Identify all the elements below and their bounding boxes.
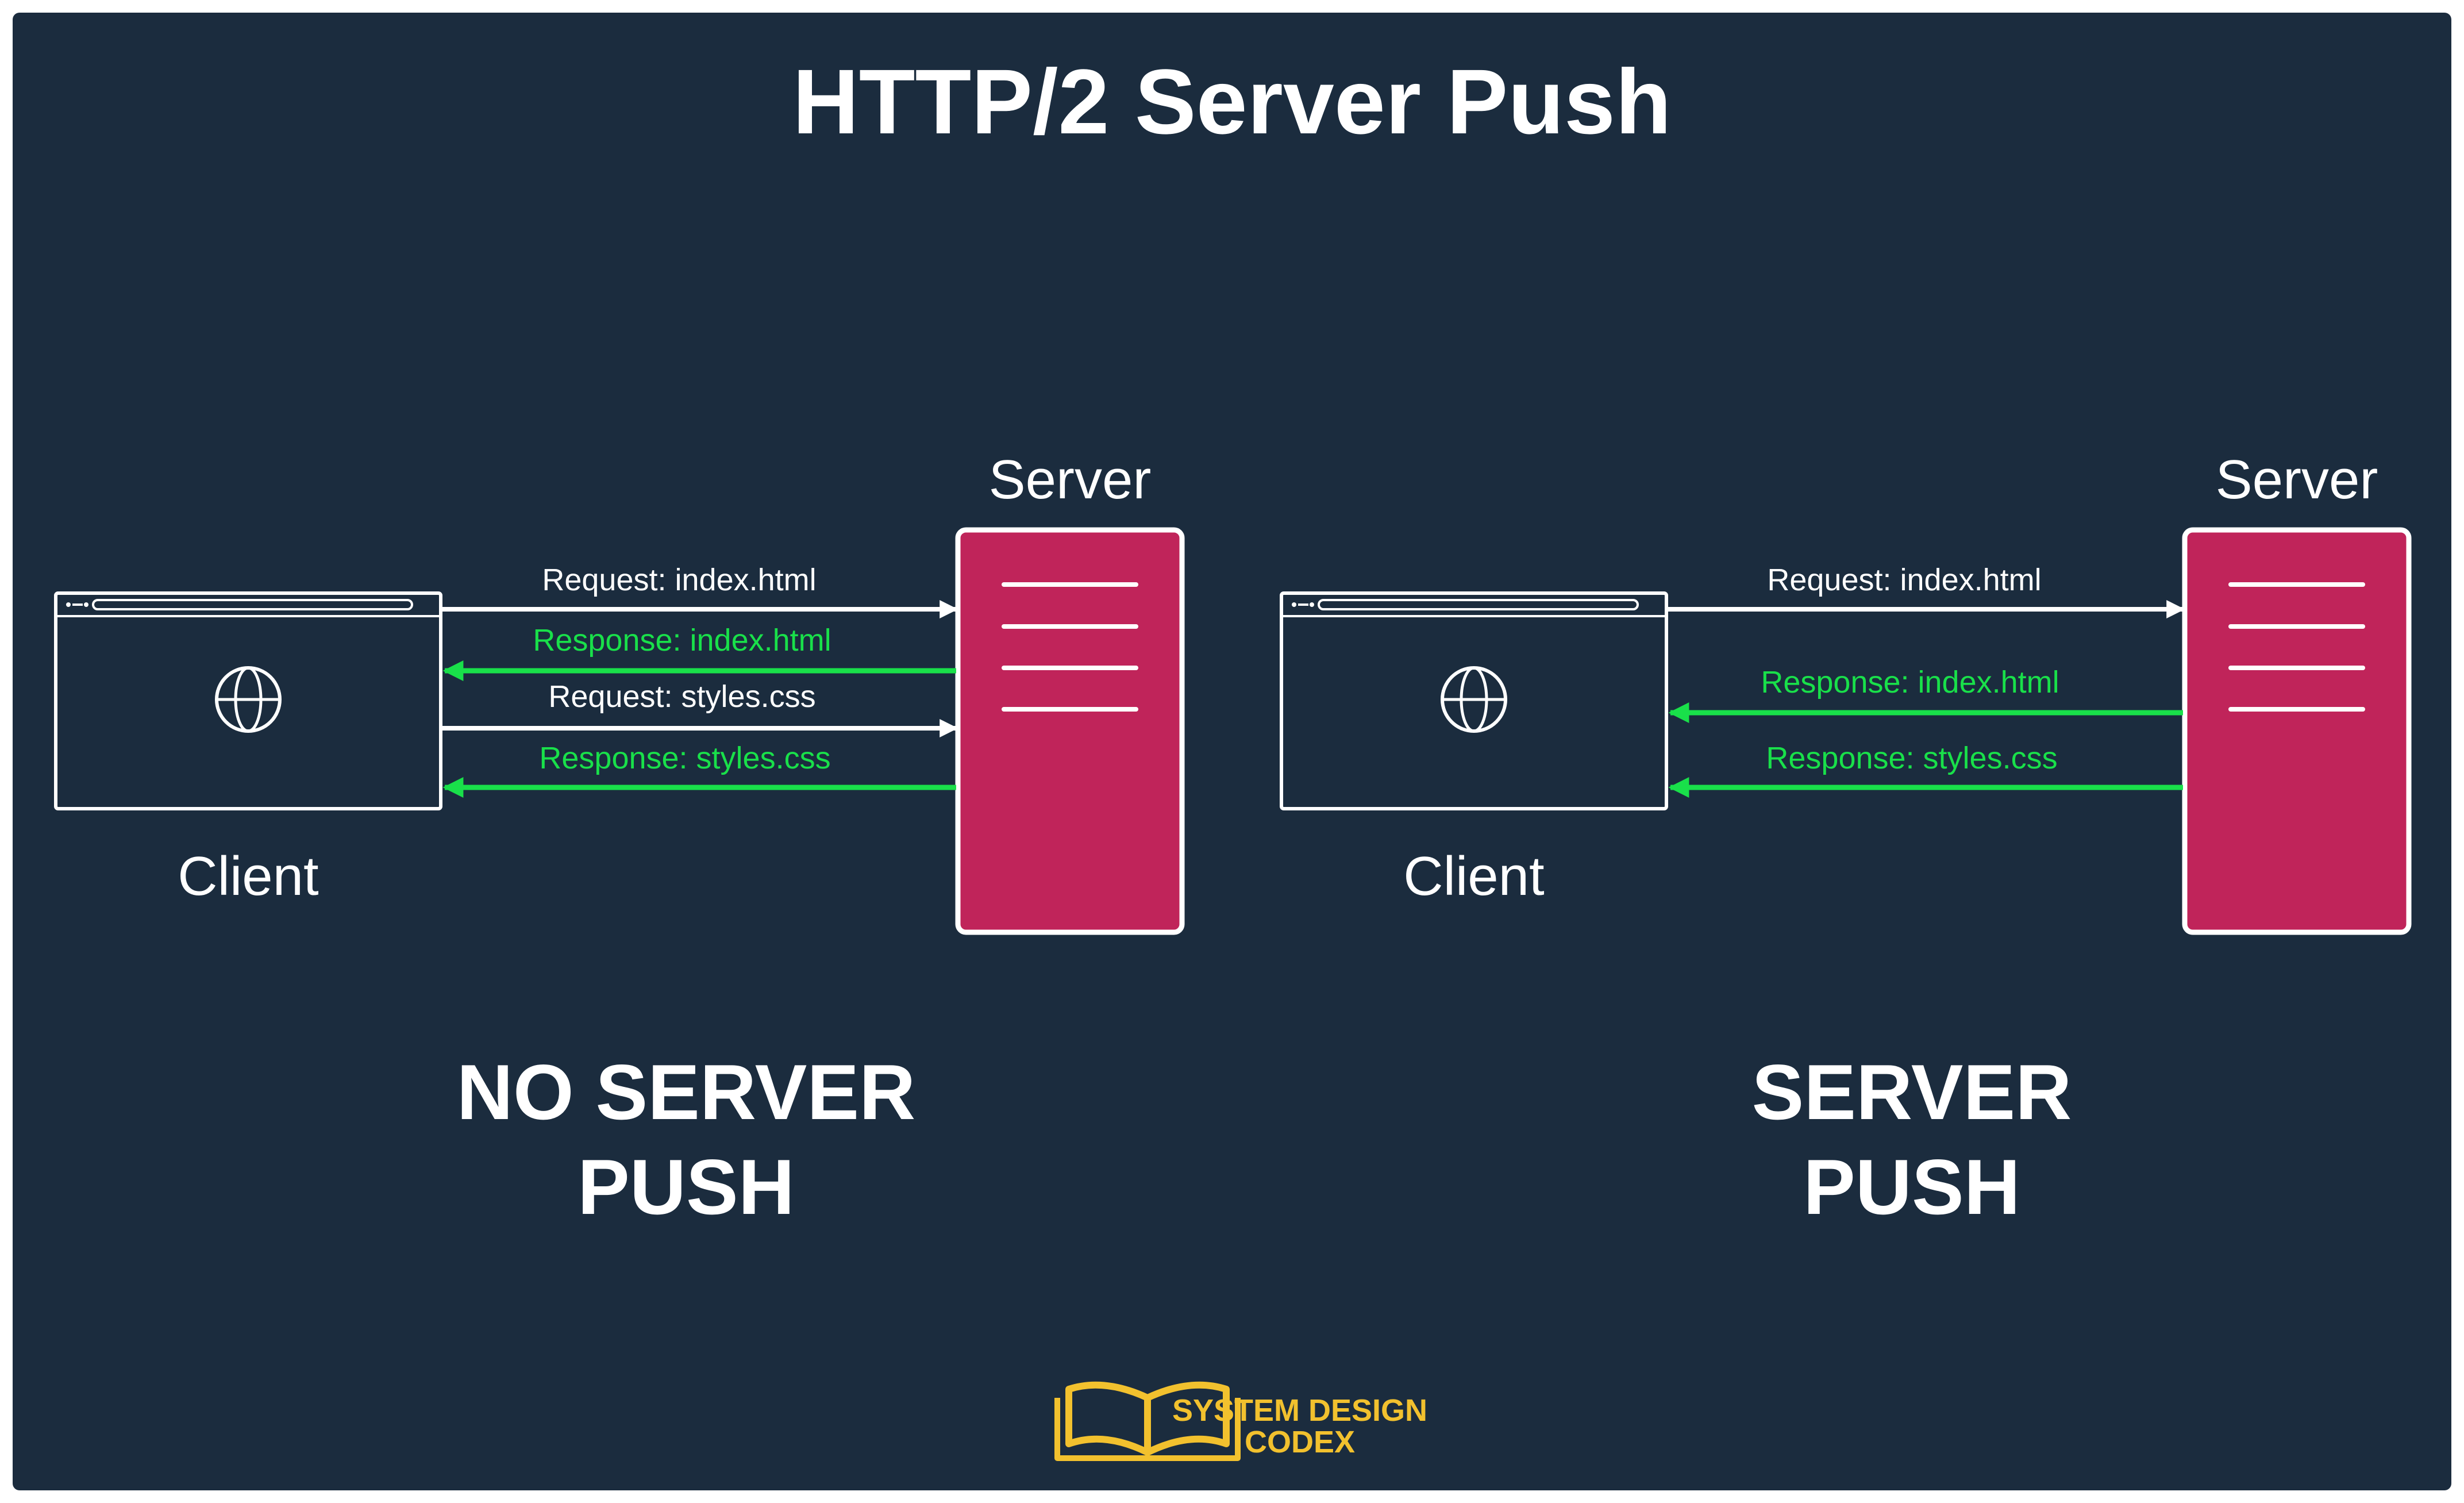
message-request-index: Request: index.html	[442, 563, 958, 618]
brand-logo: SYSTEM DESIGN CODEX	[1054, 1381, 1427, 1461]
panel-server-push: Client Server Request: index.html Respon…	[1280, 449, 2412, 1231]
browser-nav-icon	[66, 602, 88, 607]
globe-icon	[1441, 666, 1507, 733]
response-label: Response: styles.css	[1766, 741, 2057, 775]
client-window	[1280, 591, 1668, 810]
client-label: Client	[178, 845, 318, 907]
request-label: Request: styles.css	[548, 679, 815, 714]
message-request-index: Request: index.html	[1668, 563, 2185, 618]
request-label: Request: index.html	[542, 563, 816, 597]
message-response-index: Response: index.html	[1668, 665, 2183, 723]
diagram-canvas: HTTP/2 Server Push Client Server	[13, 13, 2451, 1490]
open-book-icon	[1054, 1381, 1241, 1461]
response-label: Response: index.html	[1761, 665, 2059, 699]
message-response-styles: Response: styles.css	[442, 741, 956, 798]
panel-caption-line2: PUSH	[578, 1143, 795, 1231]
panel-no-server-push: Client Server Request: index.html Respon…	[54, 449, 1185, 1231]
server-rack-icon	[955, 527, 1185, 935]
diagram: HTTP/2 Server Push Client Server	[54, 50, 2412, 1461]
panel-caption-line1: NO SERVER	[457, 1048, 916, 1136]
address-bar	[92, 599, 413, 610]
message-response-index: Response: index.html	[442, 623, 956, 681]
address-bar	[1318, 599, 1639, 610]
client-window	[54, 591, 442, 810]
panel-caption-line2: PUSH	[1803, 1143, 2020, 1231]
page-title: HTTP/2 Server Push	[792, 50, 1671, 153]
response-label: Response: index.html	[533, 623, 831, 658]
message-response-styles: Response: styles.css	[1668, 741, 2183, 798]
globe-icon	[215, 666, 282, 733]
server-label: Server	[989, 449, 1152, 510]
server-rack-icon	[2182, 527, 2412, 935]
logo-line1: SYSTEM DESIGN	[1172, 1393, 1427, 1428]
request-label: Request: index.html	[1767, 563, 2041, 597]
response-label: Response: styles.css	[539, 741, 830, 775]
browser-nav-icon	[1292, 602, 1314, 607]
server-label: Server	[2216, 449, 2378, 510]
logo-line2: CODEX	[1245, 1425, 1355, 1459]
panel-caption-line1: SERVER	[1752, 1048, 2072, 1136]
client-label: Client	[1403, 845, 1544, 907]
message-request-styles: Request: styles.css	[442, 679, 958, 737]
